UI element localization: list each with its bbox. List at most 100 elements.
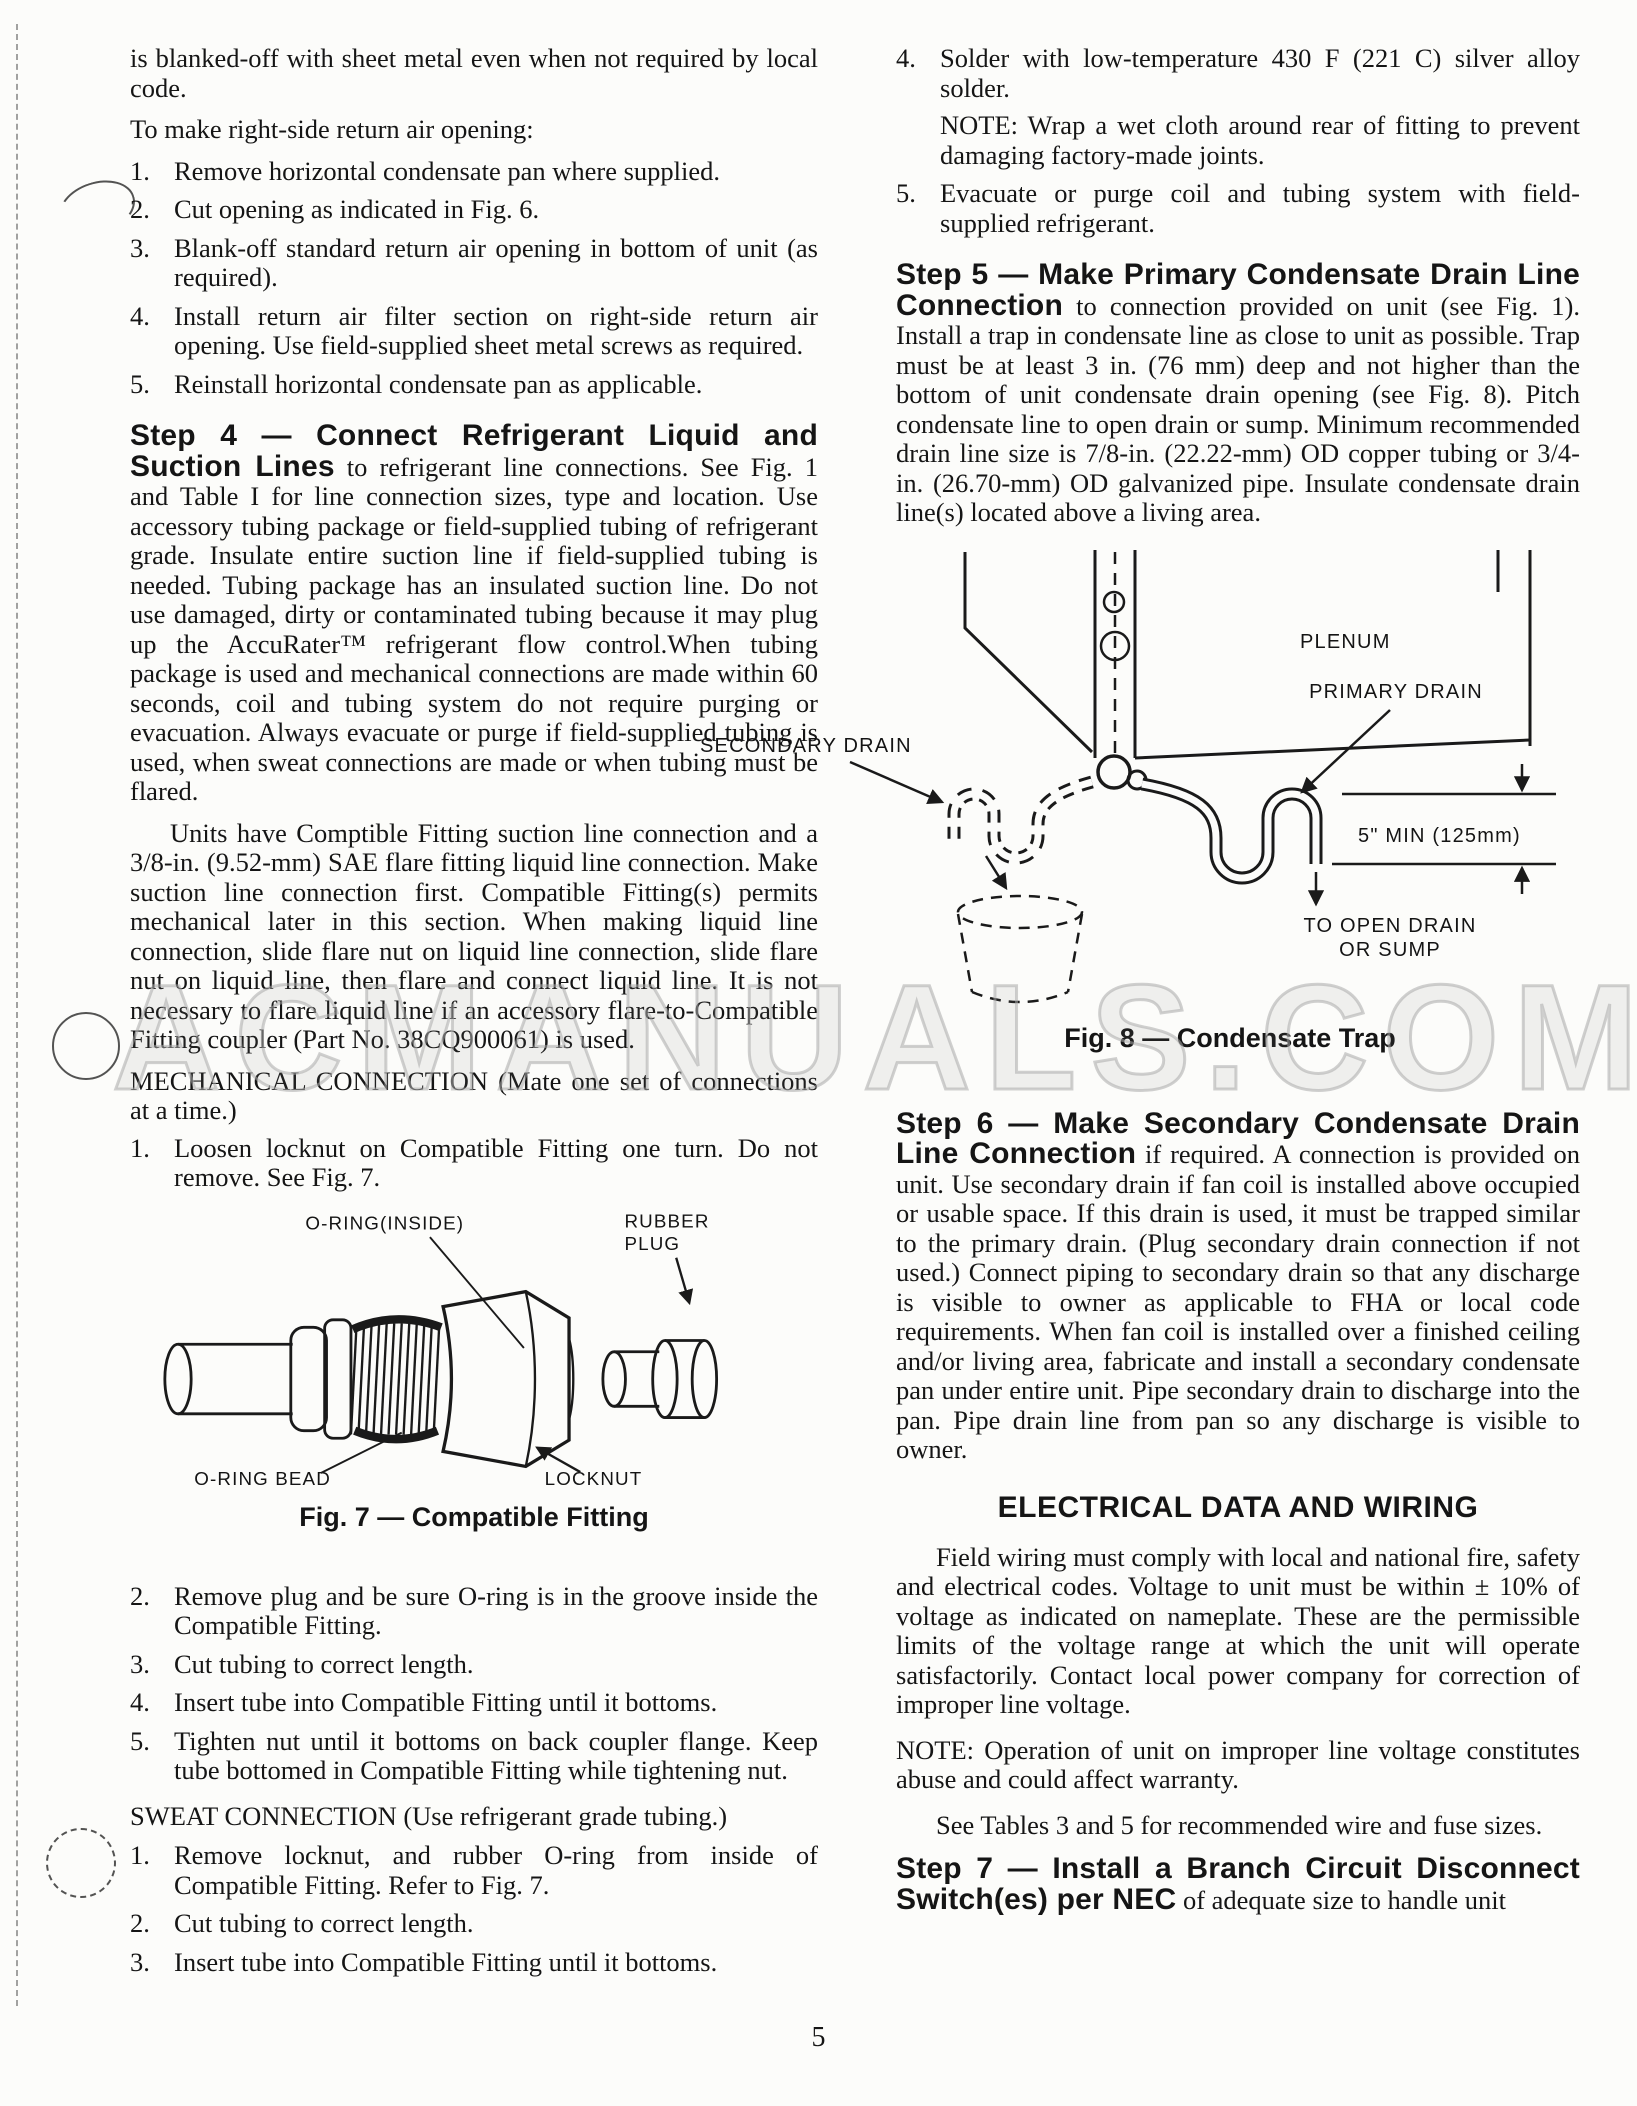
- locknut-label: LOCKNUT: [545, 1468, 643, 1489]
- electrical-paragraph: Field wiring must comply with local and …: [896, 1541, 1580, 1719]
- rubber-plug-shape: [601, 1338, 719, 1419]
- solder-step-text: Solder with low-temperature 430 F (221 C…: [940, 43, 1580, 103]
- step6-body: if required. A connection is provided on…: [896, 1139, 1580, 1464]
- list-item: 5. Reinstall horizontal condensate pan a…: [130, 368, 818, 400]
- primary-drain-pipe: [1140, 777, 1323, 884]
- list-item: 4. Install return air filter section on …: [130, 301, 818, 361]
- scan-edge-line: [16, 24, 18, 2006]
- locknut-leader: [535, 1446, 581, 1473]
- list-item: 1. Loosen locknut on Compatible Fitting …: [130, 1132, 818, 1193]
- bucket-shape: [956, 894, 1084, 1003]
- list-item: 5. Tighten nut until it bottoms on back …: [130, 1725, 818, 1786]
- list-item: 1. Remove horizontal condensate pan wher…: [130, 155, 818, 187]
- list-item-number: 5.: [130, 368, 150, 399]
- secondary-drain-pipe: [947, 775, 1094, 864]
- list-item-text: Cut opening as indicated in Fig. 6.: [174, 194, 540, 224]
- list-item: 5. Evacuate or purge coil and tubing sys…: [896, 178, 1580, 238]
- locknut-shape: [441, 1289, 575, 1468]
- tables-paragraph: See Tables 3 and 5 for recommended wire …: [936, 1809, 1543, 1840]
- oring-inside-leader: [429, 1235, 525, 1349]
- list-item: 2. Cut opening as indicated in Fig. 6.: [130, 194, 818, 225]
- rubber-plug-leader: [675, 1256, 694, 1305]
- rubber-plug-label-line1: RUBBER: [625, 1210, 710, 1231]
- left-column: is blanked-off with sheet metal even whe…: [130, 43, 818, 1986]
- list-item-number: 1.: [130, 155, 150, 186]
- fig7-caption: Fig. 7 — Compatible Fitting: [299, 1501, 649, 1532]
- list-item: 3. Insert tube into Compatible Fitting u…: [130, 1946, 818, 1978]
- primary-drain-label: PRIMARY DRAIN: [1309, 681, 1483, 703]
- ferrule-shape: [289, 1317, 353, 1440]
- step4-heading: Step 4 — Connect Refrigerant Liquid and …: [130, 419, 818, 483]
- list-item-text: Cut tubing to correct length.: [174, 1908, 474, 1938]
- min-dimension-label: 5" MIN (125mm): [1358, 825, 1521, 847]
- list-item-number: 3.: [130, 1648, 150, 1679]
- list-item-text: Reinstall horizontal condensate pan as a…: [174, 368, 703, 399]
- list-item-number: 4.: [130, 1687, 150, 1717]
- plenum-label: PLENUM: [1300, 631, 1391, 653]
- step5-body: to connection provided on unit (see Fig.…: [896, 290, 1580, 527]
- sweat-lead-paragraph: SWEAT CONNECTION (Use refrigerant grade …: [130, 1800, 728, 1831]
- step6-heading: Step 6 — Make Secondary Condensate Drain…: [896, 1106, 1580, 1170]
- secondary-drain-label: SECONDARY DRAIN: [700, 735, 912, 757]
- rubber-plug-label-line2: PLUG: [625, 1233, 681, 1254]
- step6-paragraph: Step 6 — Make Secondary Condensate Drain…: [896, 1106, 1580, 1465]
- bucket-arrow: [984, 854, 1008, 890]
- punch-hole-bottom: [46, 1828, 116, 1898]
- electrical-note-paragraph: NOTE: Operation of unit on improper line…: [896, 1734, 1580, 1794]
- list-item-text: Solder with low-temperature 430 F (221 C…: [940, 43, 1580, 170]
- figure-8: PLENUM SECONDARY DRAIN: [690, 540, 1570, 1053]
- step4-paragraph: Step 4 — Connect Refrigerant Liquid and …: [130, 421, 818, 807]
- secondary-drain-leader: [849, 760, 945, 804]
- step4-body: to refrigerant line connections. See Fig…: [130, 451, 818, 806]
- open-drain-label-line2: OR SUMP: [1339, 939, 1441, 961]
- list-item-text: Blank-off standard return air opening in…: [174, 232, 818, 292]
- fig8-illustration: PLENUM SECONDARY DRAIN: [700, 549, 1556, 1003]
- oring-bead-label: O-RING BEAD: [194, 1468, 331, 1489]
- list-item-text: Tighten nut until it bottoms on back cou…: [174, 1725, 818, 1785]
- dimension-lines: [1332, 763, 1556, 894]
- punch-hole-top: [51, 171, 143, 245]
- step5-paragraph: Step 5 — Make Primary Condensate Drain L…: [896, 260, 1580, 528]
- open-drain-label-line1: TO OPEN DRAIN: [1303, 915, 1476, 937]
- list-item-text: Remove horizontal condensate pan where s…: [174, 155, 721, 186]
- list-item-number: 3.: [130, 1946, 150, 1977]
- list-item-number: 5.: [130, 1725, 150, 1756]
- step7-paragraph: Step 7 — Install a Branch Circuit Discon…: [896, 1854, 1580, 1915]
- list-item-number: 2.: [130, 1580, 150, 1611]
- list-item-number: 1.: [130, 1132, 150, 1163]
- fig8-caption: Fig. 8 — Condensate Trap: [1064, 1022, 1396, 1053]
- solder-step-note: NOTE: Wrap a wet cloth around rear of fi…: [940, 110, 1580, 170]
- primary-drain-leader: [1300, 708, 1391, 794]
- units-paragraph: Units have Comptible Fitting suction lin…: [130, 817, 818, 1054]
- list-item: 2. Remove plug and be sure O-ring is in …: [130, 1580, 818, 1641]
- list-item: 3. Cut tubing to correct length.: [130, 1648, 818, 1680]
- figure-7: O-RING(INSIDE) RUBBER PLUG O-RING BEAD L…: [130, 1207, 818, 1532]
- list-item-number: 2.: [130, 1908, 150, 1938]
- step7-heading: Step 7 — Install a Branch Circuit Discon…: [896, 1852, 1580, 1916]
- oring-bead-leader: [320, 1431, 403, 1474]
- tube-shape: [163, 1342, 293, 1415]
- oring-inside-label: O-RING(INSIDE): [305, 1212, 464, 1233]
- threads-shape: [349, 1314, 443, 1443]
- step5-heading: Step 5 — Make Primary Condensate Drain L…: [896, 258, 1580, 322]
- mechanical-lead-paragraph: MECHANICAL CONNECTION (Mate one set of c…: [130, 1065, 818, 1125]
- list-item-text: Evacuate or purge coil and tubing system…: [940, 178, 1580, 238]
- list-item-number: 4.: [896, 43, 916, 73]
- electrical-section-heading: ELECTRICAL DATA AND WIRING: [997, 1490, 1479, 1524]
- list-item: 4. Solder with low-temperature 430 F (22…: [896, 43, 1580, 170]
- intro-paragraph: is blanked-off with sheet metal even whe…: [130, 43, 818, 103]
- plenum-outline: [963, 549, 1532, 759]
- list-item-number: 3.: [130, 232, 150, 263]
- drain-fitting-shape: [1096, 753, 1148, 790]
- list-item-text: Loosen locknut on Compatible Fitting one…: [174, 1132, 818, 1192]
- list-item-text: Insert tube into Compatible Fitting unti…: [174, 1687, 718, 1717]
- list-item: 2. Cut tubing to correct length.: [130, 1908, 818, 1939]
- step7-body: of adequate size to handle unit: [1182, 1884, 1506, 1915]
- list-item-text: Remove plug and be sure O-ring is in the…: [174, 1580, 818, 1640]
- list-item-text: Remove locknut, and rubber O-ring from i…: [174, 1840, 818, 1900]
- list-item-text: Insert tube into Compatible Fitting unti…: [174, 1946, 718, 1977]
- list-item-text: Cut tubing to correct length.: [174, 1648, 474, 1679]
- punch-hole-middle: [52, 1012, 120, 1080]
- list-item: 3. Blank-off standard return air opening…: [130, 232, 818, 293]
